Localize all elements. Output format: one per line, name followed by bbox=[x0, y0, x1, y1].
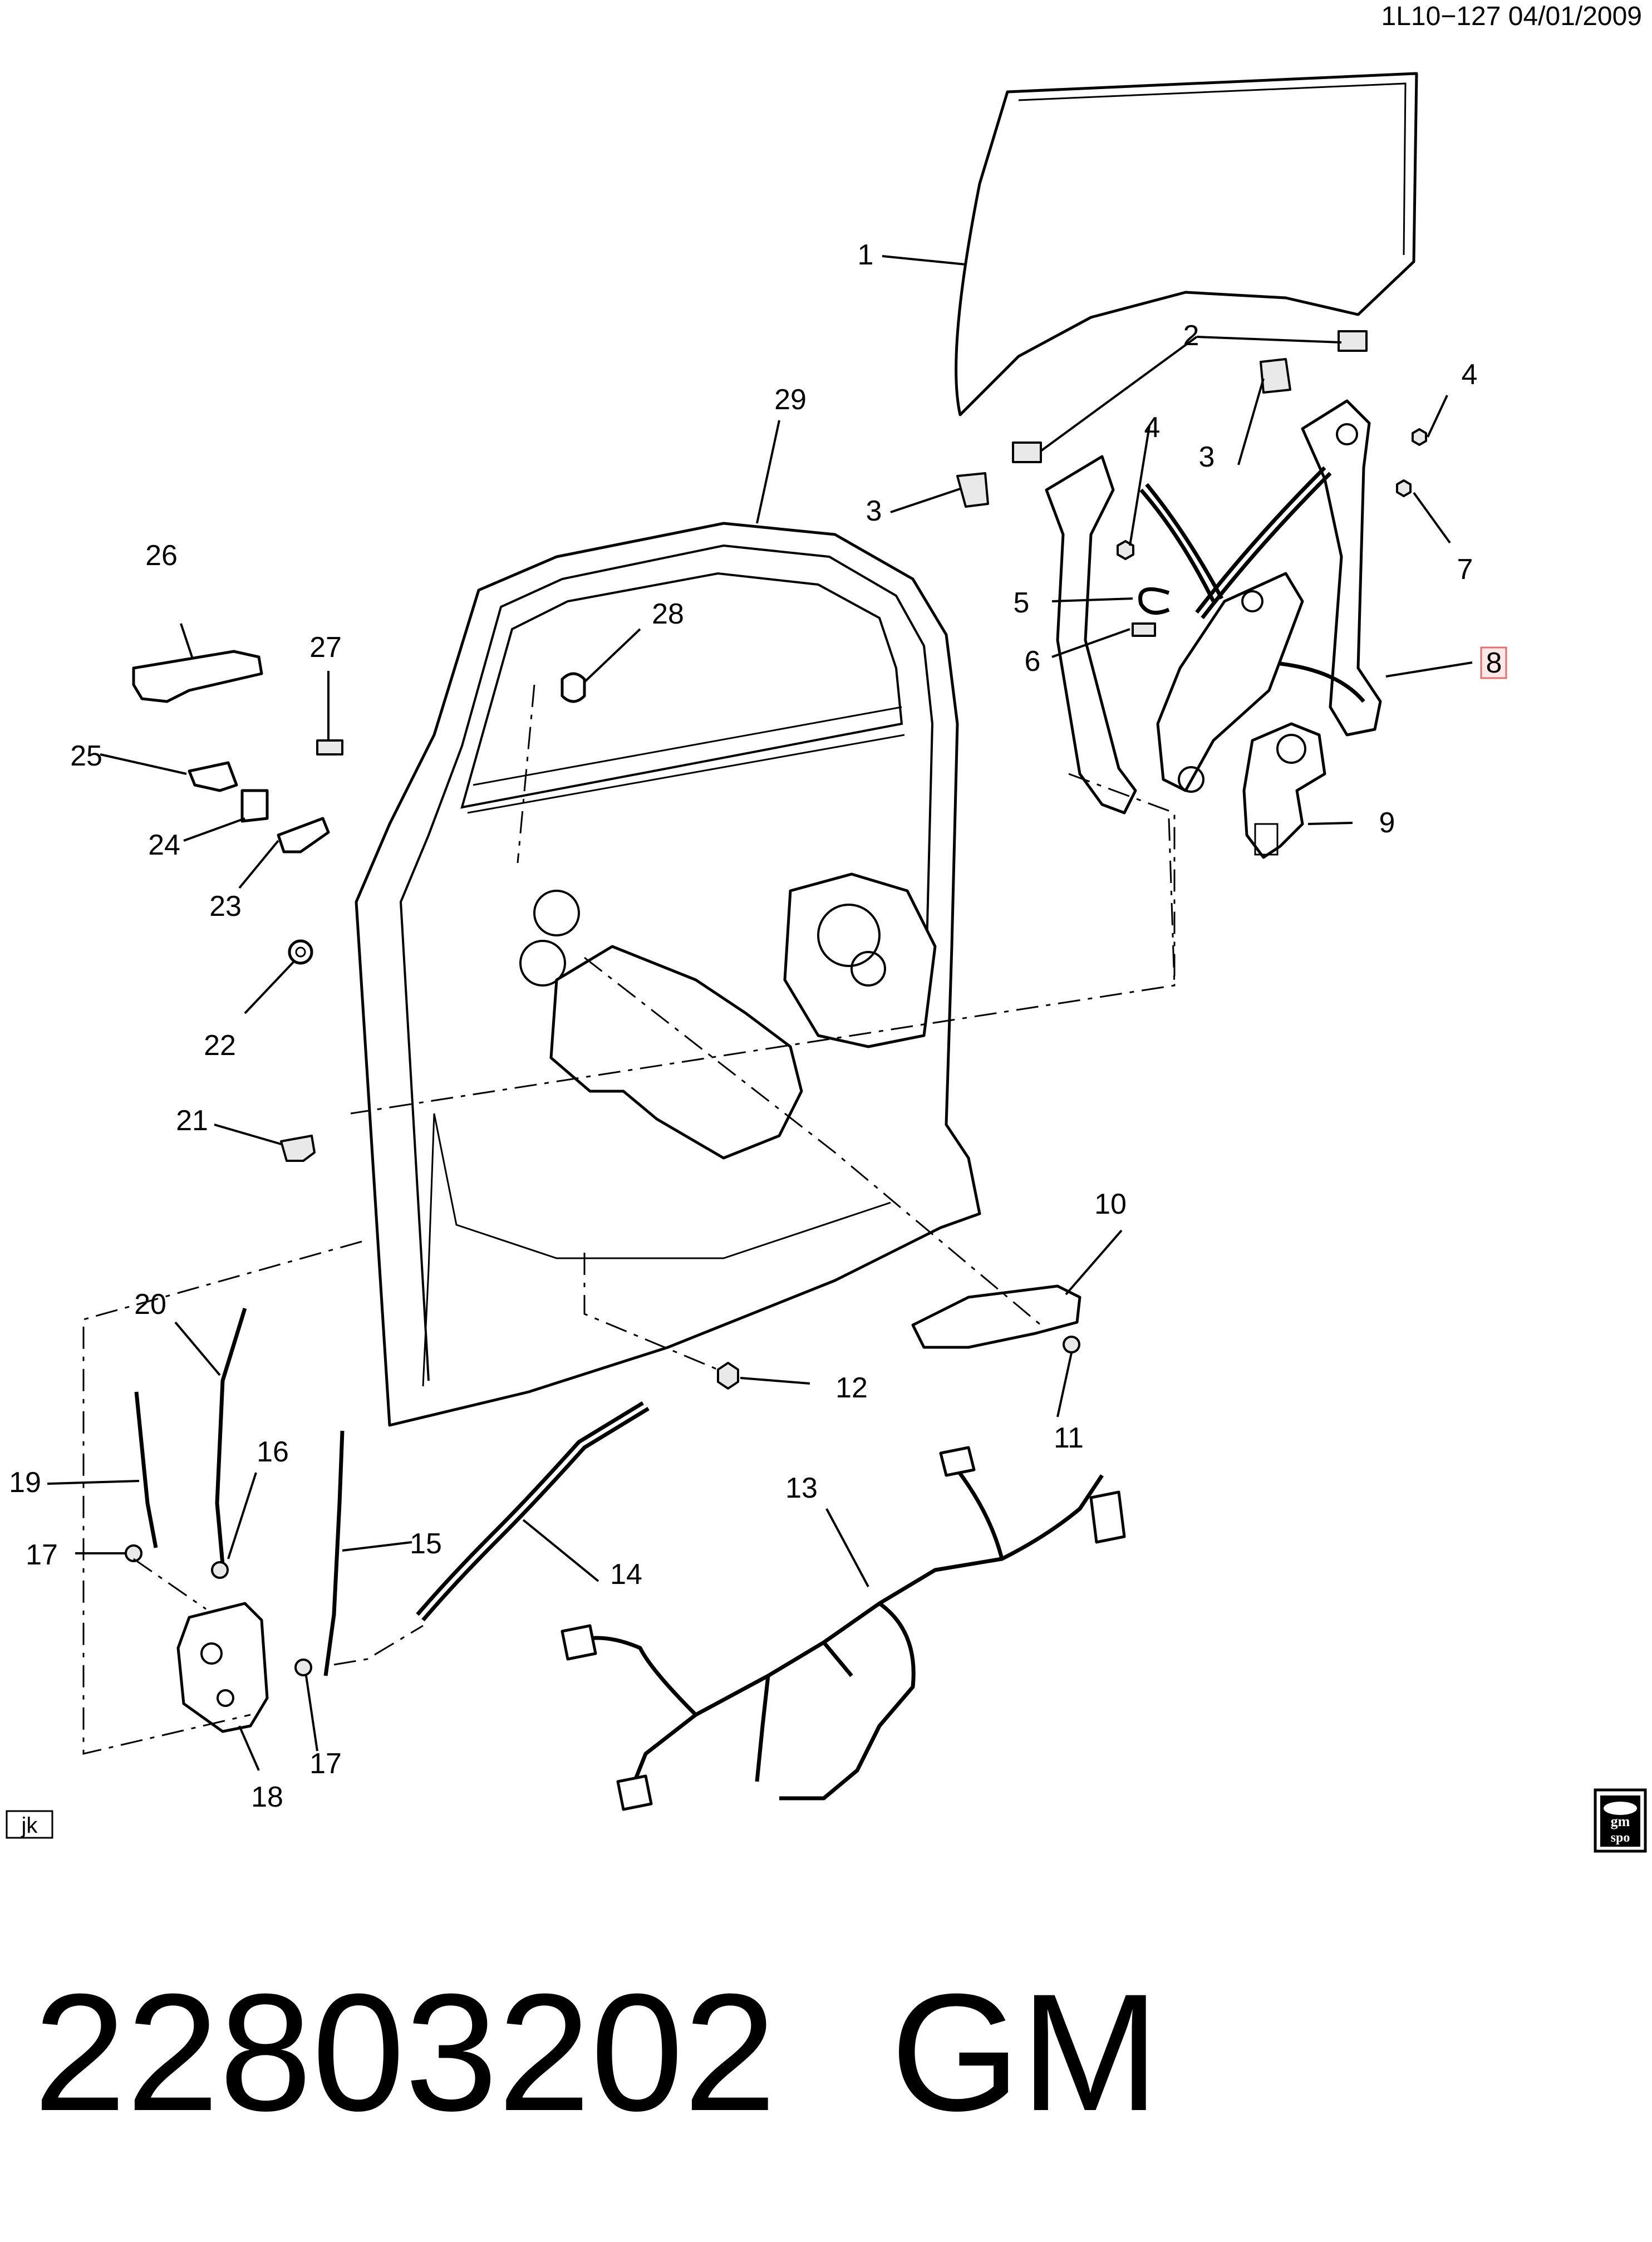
release-cable bbox=[421, 1407, 650, 1622]
callout-4b: 4 bbox=[1462, 359, 1478, 391]
callout-17b: 17 bbox=[309, 1748, 342, 1780]
window-motor bbox=[1242, 722, 1326, 859]
logo-gm: gm bbox=[1611, 1813, 1630, 1829]
callout-3: 3 bbox=[866, 495, 882, 527]
callout-18: 18 bbox=[251, 1781, 283, 1813]
header-code: 1L10−127 04/01/2009 bbox=[1381, 2, 1642, 31]
corner-label: jk bbox=[21, 1813, 38, 1838]
window-regulator bbox=[1045, 399, 1382, 815]
callout-20: 20 bbox=[134, 1288, 166, 1321]
outside-handle bbox=[132, 650, 263, 703]
nut-right bbox=[1412, 428, 1427, 446]
door-frame bbox=[355, 522, 981, 1427]
leader-lines bbox=[47, 255, 1473, 1771]
bolt-6 bbox=[1132, 622, 1156, 637]
clip-17-top bbox=[125, 1544, 142, 1562]
callout-11: 11 bbox=[1054, 1422, 1084, 1454]
cylinder-bracket bbox=[240, 789, 269, 823]
callout-28: 28 bbox=[652, 598, 684, 630]
callout-21: 21 bbox=[176, 1105, 208, 1137]
callout-19: 19 bbox=[9, 1466, 41, 1499]
callout-8-highlight bbox=[1480, 646, 1507, 679]
wiring-harness bbox=[560, 1446, 1126, 1811]
callout-10: 10 bbox=[1094, 1188, 1127, 1220]
callout-8: 8 bbox=[1486, 647, 1502, 679]
inside-handle bbox=[911, 1284, 1081, 1349]
callout-25: 25 bbox=[70, 740, 102, 772]
callout-3b: 3 bbox=[1199, 441, 1215, 473]
nut-12 bbox=[717, 1362, 739, 1390]
callout-27: 27 bbox=[309, 631, 342, 664]
glass-clip-right bbox=[1338, 330, 1368, 352]
callout-23: 23 bbox=[209, 890, 242, 923]
screw-27 bbox=[316, 739, 343, 755]
callout-4: 4 bbox=[1144, 411, 1161, 444]
logo-spo: spo bbox=[1611, 1831, 1630, 1845]
callout-24: 24 bbox=[148, 829, 180, 861]
glass-clip-left bbox=[1012, 441, 1042, 463]
handle-bracket bbox=[277, 817, 330, 853]
lock-cylinder bbox=[188, 761, 238, 792]
callout-22: 22 bbox=[204, 1029, 236, 1062]
callout-16: 16 bbox=[257, 1436, 289, 1468]
callout-2: 2 bbox=[1183, 320, 1199, 352]
nut-left bbox=[1117, 540, 1134, 560]
brand: GM bbox=[891, 1959, 1159, 2146]
callout-26: 26 bbox=[145, 539, 178, 572]
door-latch bbox=[176, 1602, 269, 1733]
clip-16 bbox=[211, 1561, 229, 1579]
bolt-21 bbox=[280, 1135, 316, 1162]
rod-15 bbox=[323, 1430, 345, 1676]
callout-5: 5 bbox=[1014, 587, 1030, 619]
callout-12: 12 bbox=[835, 1372, 868, 1404]
gmspo-logo: gm spo bbox=[1594, 1788, 1647, 1853]
callout-15: 15 bbox=[410, 1528, 442, 1560]
callout-9: 9 bbox=[1379, 807, 1395, 839]
callout-29: 29 bbox=[774, 384, 807, 416]
clip-5 bbox=[1138, 587, 1170, 615]
part-number: 22803202 bbox=[33, 1959, 776, 2146]
callout-labels: 1 2 3 4 3 4 7 5 6 8 9 29 28 26 27 25 24 … bbox=[9, 239, 1502, 1813]
callout-7: 7 bbox=[1457, 553, 1473, 586]
corner-label-box bbox=[6, 1810, 53, 1839]
rod-20 bbox=[215, 1307, 247, 1565]
seal-clip bbox=[560, 672, 586, 703]
callout-13: 13 bbox=[785, 1472, 818, 1504]
grommet-22 bbox=[288, 939, 313, 965]
callout-1: 1 bbox=[858, 239, 874, 271]
nut-7 bbox=[1396, 479, 1412, 497]
bracket-clip-left bbox=[956, 472, 989, 508]
clip-11 bbox=[1063, 1336, 1080, 1353]
callout-6: 6 bbox=[1025, 645, 1041, 678]
clip-17-bottom bbox=[294, 1659, 312, 1676]
callout-14: 14 bbox=[610, 1558, 642, 1591]
rod-19 bbox=[134, 1391, 158, 1548]
bracket-clip-right bbox=[1260, 358, 1291, 394]
door-glass bbox=[955, 72, 1418, 416]
callout-17: 17 bbox=[26, 1539, 58, 1571]
